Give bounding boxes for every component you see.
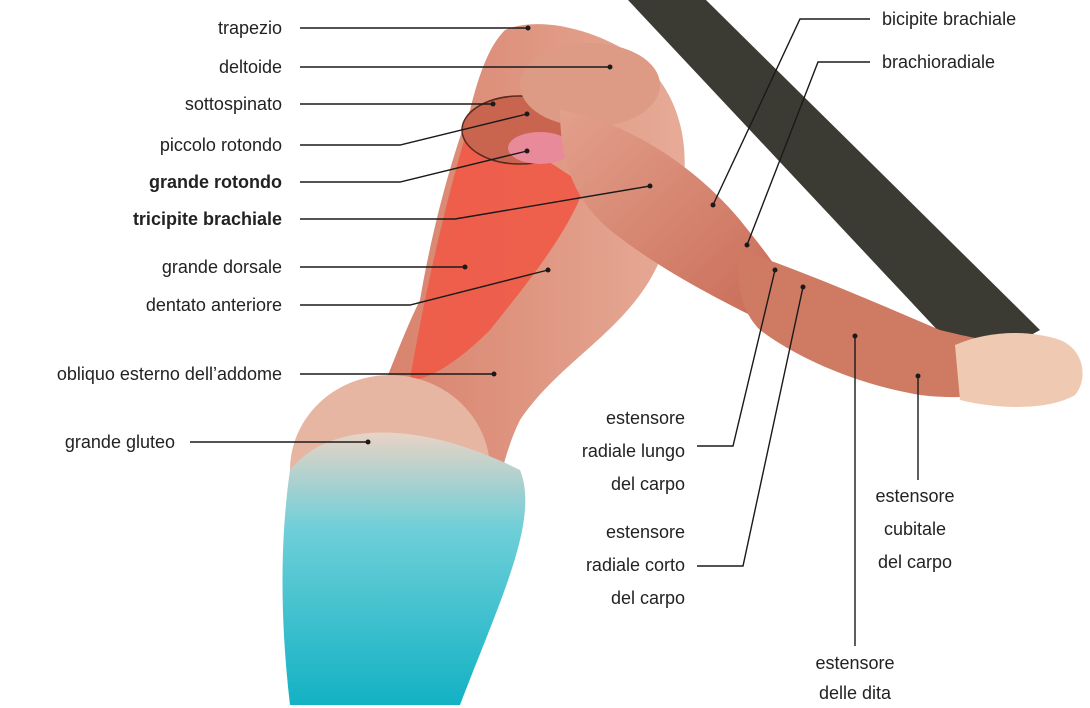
deltoid (520, 43, 660, 127)
label-trapezio: trapezio (218, 16, 282, 40)
label-estensore-cubitale: estensore cubitale del carpo (860, 480, 970, 579)
label-brachioradiale: brachioradiale (882, 50, 995, 74)
leggings (283, 433, 526, 706)
label-grande-gluteo: grande gluteo (65, 430, 175, 454)
label-grande-dorsale: grande dorsale (162, 255, 282, 279)
label-deltoide: deltoide (219, 55, 282, 79)
label-obliquo-esterno: obliquo esterno dell’addome (57, 362, 282, 386)
label-sottospinato: sottospinato (185, 92, 282, 116)
hand (955, 333, 1083, 407)
label-estensore-radiale-corto: estensore radiale corto del carpo (586, 516, 685, 615)
label-tricipite-brachiale: tricipite brachiale (133, 207, 282, 231)
label-bicipite-brachiale: bicipite brachiale (882, 7, 1016, 31)
label-dentato-anteriore: dentato anteriore (146, 293, 282, 317)
label-estensore-radiale-lungo: estensore radiale lungo del carpo (582, 402, 685, 501)
label-piccolo-rotondo: piccolo rotondo (160, 133, 282, 157)
label-estensore-dita: estensore delle dita (800, 648, 910, 708)
label-grande-rotondo: grande rotondo (149, 170, 282, 194)
